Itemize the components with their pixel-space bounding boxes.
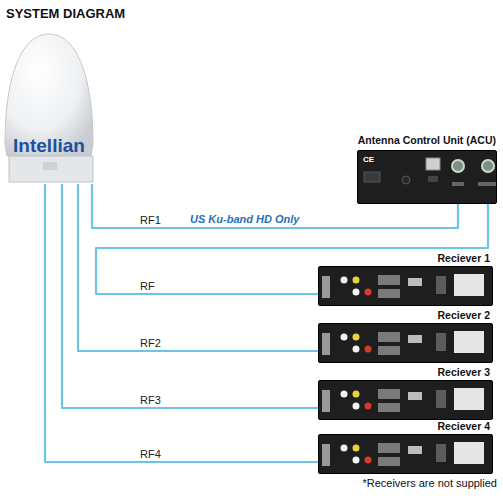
scart — [378, 389, 400, 399]
radome-outline — [3, 32, 95, 184]
rf-input — [322, 276, 330, 298]
satellite-antenna: Intellian — [3, 32, 95, 184]
rf-input — [322, 333, 330, 355]
jack — [341, 277, 348, 284]
switch — [436, 390, 446, 408]
receiver-rear-panel — [322, 442, 484, 466]
jack — [341, 391, 348, 398]
acu-connector — [364, 172, 380, 182]
rf-input — [322, 390, 330, 412]
jack — [365, 346, 372, 353]
jack — [365, 289, 372, 296]
jack — [353, 391, 360, 398]
jack — [365, 457, 372, 464]
scart — [378, 346, 400, 355]
cable-name: RF4 — [140, 448, 161, 460]
receiver-box: Reciever 2 — [318, 323, 493, 363]
device-name: Reciever 4 — [437, 420, 490, 432]
jack — [341, 445, 348, 452]
jack — [353, 334, 360, 341]
radome-base — [9, 156, 93, 182]
scart — [378, 403, 400, 412]
coax-cable — [45, 184, 318, 462]
port-tag — [452, 182, 464, 186]
usb — [408, 335, 422, 343]
rf-input — [322, 444, 330, 466]
footnote: *Receivers are not supplied — [362, 477, 497, 489]
receiver-rear-panel — [322, 274, 484, 298]
device-name: Reciever 2 — [437, 309, 490, 321]
cable-name: RF — [140, 280, 155, 292]
coax-cable — [96, 204, 488, 294]
rating-label — [454, 388, 484, 410]
coax-cable — [92, 184, 458, 228]
acu-switch — [428, 176, 438, 182]
base-hatch — [43, 162, 57, 170]
jack — [353, 445, 360, 452]
scart — [378, 332, 400, 342]
cable-name: RF1 — [140, 214, 161, 226]
switch — [436, 444, 446, 462]
scart — [378, 457, 400, 466]
switch — [436, 333, 446, 351]
acu-front-panel — [364, 158, 496, 186]
acu-lan-port — [426, 158, 440, 170]
acu-knob — [402, 176, 410, 184]
port-tag — [478, 182, 496, 186]
jack — [353, 277, 360, 284]
receiver-rear-panel — [322, 331, 484, 355]
jack — [353, 457, 360, 464]
rating-label — [454, 442, 484, 464]
scart — [378, 275, 400, 285]
jack — [353, 403, 360, 410]
coax-cable — [78, 184, 318, 351]
rating-label — [454, 274, 484, 296]
usb — [408, 278, 422, 286]
brand-name: Intellian — [3, 135, 95, 157]
receiver-box: Reciever 3 — [318, 380, 493, 420]
jack — [353, 289, 360, 296]
device-name: Antenna Control Unit (ACU) — [358, 134, 496, 146]
diagram-title: SYSTEM DIAGRAM — [6, 6, 125, 21]
scart — [378, 443, 400, 453]
cable-name: RF3 — [140, 394, 161, 406]
device-name: Reciever 3 — [437, 366, 490, 378]
jack — [353, 346, 360, 353]
cable-name: RF2 — [140, 337, 161, 349]
coax-cable — [62, 184, 318, 408]
control-unit: Antenna Control Unit (ACU) — [357, 150, 497, 204]
rf-port — [482, 160, 494, 172]
jack — [341, 334, 348, 341]
cable-note: US Ku-band HD Only — [190, 213, 299, 225]
receiver-box: Reciever 1 — [318, 266, 493, 306]
jack — [365, 403, 372, 410]
scart — [378, 289, 400, 298]
switch — [436, 276, 446, 294]
certification-mark: CE — [363, 155, 374, 164]
usb — [408, 446, 422, 454]
receiver-rear-panel — [322, 388, 484, 412]
rating-label — [454, 331, 484, 353]
usb — [408, 392, 422, 400]
device-name: Reciever 1 — [437, 252, 490, 264]
rf-port — [452, 160, 464, 172]
receiver-box: Reciever 4 — [318, 434, 493, 474]
